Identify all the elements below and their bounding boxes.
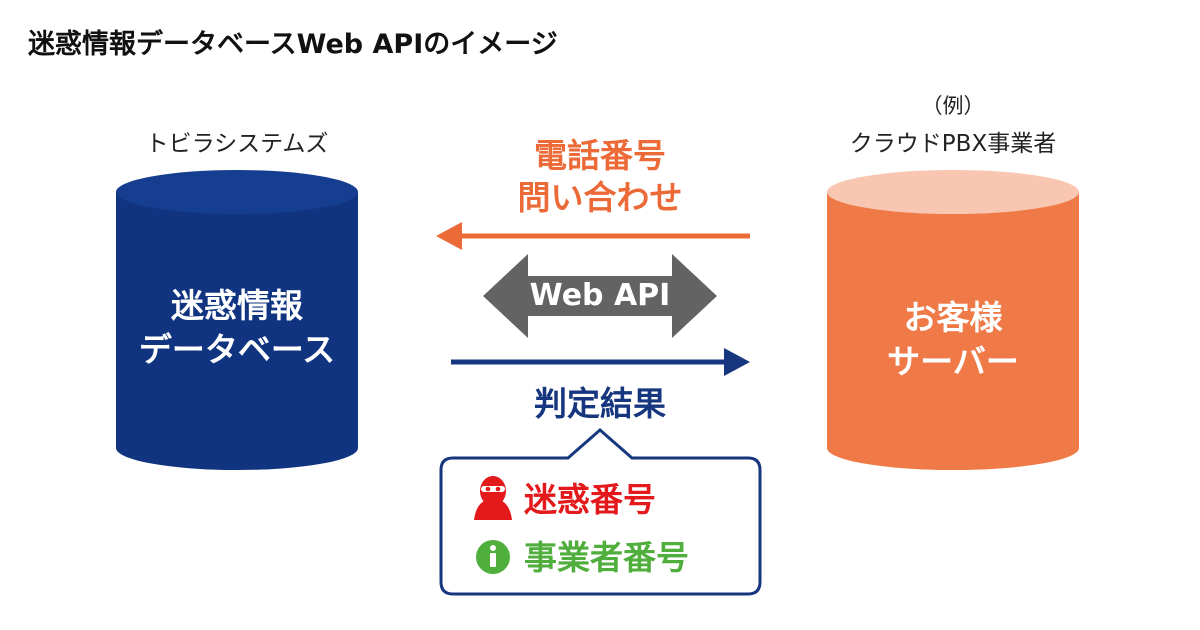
request-label-line2: 問い合わせ bbox=[517, 178, 683, 217]
result-business-label: 事業者番号 bbox=[524, 538, 689, 577]
database-cylinder bbox=[116, 170, 358, 470]
spam-caller-icon bbox=[474, 476, 512, 520]
request-arrow bbox=[436, 222, 750, 250]
server-label-line1: お客様 bbox=[903, 298, 1003, 337]
page-title: 迷惑情報データベースWeb APIのイメージ bbox=[28, 29, 558, 60]
left-system-caption: トビラシステムズ bbox=[145, 131, 329, 157]
right-system-caption: クラウドPBX事業者 bbox=[849, 131, 1057, 157]
result-callout bbox=[439, 428, 762, 596]
web-api-double-arrow bbox=[483, 254, 717, 338]
example-caption: （例） bbox=[921, 94, 985, 118]
response-arrow bbox=[451, 348, 750, 376]
response-label: 判定結果 bbox=[534, 384, 666, 423]
web-api-label: Web API bbox=[529, 278, 671, 313]
database-label-line1: 迷惑情報 bbox=[171, 286, 303, 325]
database-label-line2: データベース bbox=[138, 330, 336, 369]
info-icon bbox=[476, 540, 510, 574]
server-cylinder bbox=[827, 170, 1079, 470]
request-label-line1: 電話番号 bbox=[534, 136, 666, 175]
result-spam-label: 迷惑番号 bbox=[524, 480, 656, 519]
server-label-line2: サーバー bbox=[887, 342, 1019, 381]
